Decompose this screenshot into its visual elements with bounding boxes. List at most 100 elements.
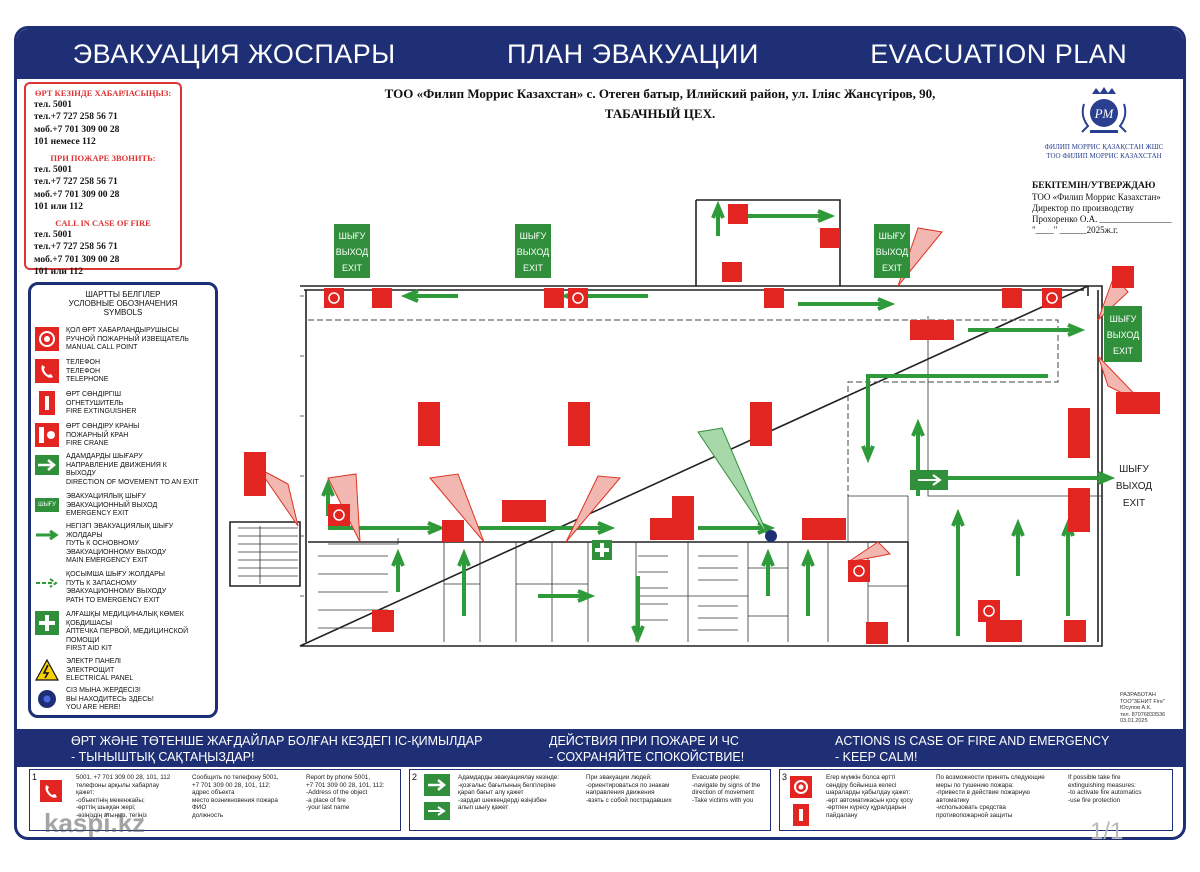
step-text: If possible take fire [1068, 774, 1121, 781]
legend-text: ВЫ НАХОДИТЕСЬ ЗДЕСЬ! [66, 695, 154, 703]
exit-sign: ШЫҒУ ВЫХОД EXIT [1116, 464, 1152, 509]
contact-line: 101 или 112 [34, 201, 84, 212]
manual-call-point-icon [728, 204, 748, 224]
legend-text: СІЗ МЫНА ЖЕРДЕСІЗ! [66, 687, 141, 694]
manual-call-point-icon [35, 327, 59, 351]
fire-crane-icon [986, 620, 1022, 642]
step-text: По возможности принять следующие [936, 774, 1045, 781]
legend-text: DIRECTION OF MOVEMENT TO AN EXIT [66, 478, 199, 486]
fire-extinguisher-icon [866, 622, 888, 644]
fire-extinguisher-icon [39, 391, 55, 415]
contact-line: 101 немесе 112 [34, 136, 96, 147]
fire-extinguisher-icon [372, 610, 394, 632]
manual-call-point-icon [328, 504, 350, 526]
step-text: -взять с собой пострадавших [586, 796, 672, 804]
legend-text: НЕГІЗГІ ЭВАКУАЦИЯЛЫҚ ШЫҒУ [66, 523, 174, 530]
hatched-exit-markers [257, 227, 1145, 563]
exit-direction-icon [424, 774, 450, 796]
actions-title-ru-line2: - СОХРАНЯЙТЕ СПОКОЙСТВИЕ! [549, 750, 745, 764]
actions-title-en-line1: ACTIONS IS CASE OF FIRE AND EMERGENCY [835, 734, 1110, 748]
manual-call-point-icon [442, 520, 464, 542]
legend-text: FIRE CRANE [66, 440, 109, 448]
site-address: ТОО «Филип Моррис Казахстан» с. Отеген б… [384, 86, 936, 101]
step-text: алып шығу қажет [458, 804, 509, 812]
step-text: меры по тушению пожара: [936, 781, 1014, 789]
step-text: -your last name [306, 804, 350, 812]
actions-title-ru: ДЕЙСТВИЯ ПРИ ПОЖАРЕ И ЧС - СОХРАНЯЙТЕ СПО… [549, 733, 744, 765]
fire-crane-icon [244, 452, 266, 496]
legend-text: ӨРТ СӨНДІРГІШ [66, 391, 122, 398]
developer-stamp: РАЗРАБОТАН ТОО"ЗЕНИТ Fire" Юсупов А.К. т… [1120, 692, 1165, 725]
evacuation-routes [321, 200, 1116, 644]
step-text: 5001, +7 701 309 00 28, 101, 112 [76, 774, 171, 781]
legend-text: ВЫХОДУ [66, 470, 96, 478]
legend-text: ҚОБДИШАСЫ [66, 619, 113, 627]
title-ru: ПЛАН ЭВАКУАЦИИ [507, 38, 759, 69]
step-text: шараларды қабылдау қажет: [826, 789, 911, 797]
step-text: ФИО [192, 804, 207, 812]
legend-text: ПУТЬ К ЗАПАСНОМУ [66, 579, 137, 587]
legend-text: АДАМДАРДЫ ШЫҒАРУ [66, 453, 143, 460]
developer-line: ТОО"ЗЕНИТ Fire" [1120, 698, 1165, 705]
electrical-panel-icon [35, 659, 59, 681]
manual-call-point-icon [568, 288, 588, 308]
logo-mark: PM [1094, 106, 1115, 121]
symbols-legend: ШАРТТЫ БЕЛГІЛЕР УСЛОВНЫЕ ОБОЗНАЧЕНИЯ SYM… [28, 282, 218, 718]
legend-text: ЖОЛДАРЫ [66, 531, 103, 539]
step-text: -зардап шеккендерді өзіңізбен [458, 796, 547, 804]
fire-crane-icon [750, 402, 772, 446]
step-text: место возникновения пожара [192, 796, 278, 804]
step-text: противопожарной защиты [936, 811, 1013, 819]
exit-sign-en: EXIT [1113, 346, 1134, 356]
approval-line: Директор по производству [1032, 203, 1134, 213]
actions-title-ru-line1: ДЕЙСТВИЯ ПРИ ПОЖАРЕ И ЧС [549, 734, 739, 748]
exit-direction-icon [35, 455, 59, 475]
actions-title-bar: ӨРТ ЖӘНЕ ТӨТЕНШЕ ЖАҒДАЙЛАР БОЛҒАН КЕЗДЕГ… [17, 729, 1183, 767]
approval-line: "____" ______2025ж.г. [1032, 225, 1118, 235]
step-text: -привести в действие пожарную [936, 789, 1030, 797]
first-aid-icon [35, 611, 59, 635]
exit-sign: ШЫҒУ ВЫХОД EXIT [874, 224, 910, 278]
legend-text: ЭЛЕКТРОЩИТ [66, 666, 115, 674]
legend-text: MANUAL CALL POINT [66, 344, 138, 352]
fire-crane-icon [35, 423, 59, 447]
step-text: қарап бағыт алу қажет [458, 789, 524, 797]
manual-call-point-icon [790, 776, 812, 798]
step-text: -қозғалыс бағытының белгілеріне [458, 781, 556, 789]
exit-sign-ru: ВЫХОД [876, 247, 909, 257]
legend-text: ELECTRICAL PANEL [66, 675, 134, 683]
legend-title: ШАРТТЫ БЕЛГІЛЕР УСЛОВНЫЕ ОБОЗНАЧЕНИЯ SYM… [31, 290, 215, 317]
telephone-icon [40, 780, 62, 802]
contacts-en-title: CALL IN CASE OF FIRE [55, 218, 151, 229]
step-text: телефоны арқылы хабарлау [76, 781, 160, 789]
step-number: 2 [412, 772, 418, 782]
main-exit-path-icon [36, 529, 59, 541]
legend-text: ПОЖАРНЫЙ КРАН [66, 431, 129, 439]
legend-text: ӨРТ СӨНДІРУ КРАНЫ [66, 423, 140, 430]
actions-title-en: ACTIONS IS CASE OF FIRE AND EMERGENCY- K… [835, 733, 1109, 765]
step-text: -use fire protection [1068, 796, 1121, 804]
emergency-exit-icon: ШЫҒУ [35, 498, 59, 512]
step-text: -Address of the object [306, 789, 368, 797]
legend-text: ПОМОЩИ [66, 636, 100, 644]
title-bar: ЭВАКУАЦИЯ ЖОСПАРЫ ПЛАН ЭВАКУАЦИИ EVACUAT… [17, 29, 1183, 79]
step-text: -ориентироваться по знакам [586, 781, 670, 789]
step-text: -navigate by signs of the [692, 781, 761, 789]
legend-text: YOU ARE HERE! [66, 704, 121, 712]
exit-sign: ШЫҒУ ВЫХОД EXIT [334, 224, 370, 278]
actions-title-kz-line1: ӨРТ ЖӘНЕ ТӨТЕНШЕ ЖАҒДАЙЛАР БОЛҒАН КЕЗДЕГ… [71, 734, 483, 748]
developer-line: тел. 87076833536 [1120, 711, 1166, 718]
watermark: kaspi.kz [44, 808, 146, 838]
company-logo: PM ФИЛИП МОРРИС ҚАЗАҚСТАН ЖШС ТОО ФИЛИП … [1040, 86, 1168, 164]
legend-title-ru: УСЛОВНЫЕ ОБОЗНАЧЕНИЯ [68, 299, 178, 308]
step-text: +7 701 309 00 28, 101, 112: [192, 781, 271, 789]
contacts-ru-title: ПРИ ПОЖАРЕ ЗВОНИТЬ: [50, 153, 156, 164]
internal-route-line [308, 319, 1059, 496]
step-text: +7 701 309 00 28, 101, 112: [306, 781, 385, 789]
developer-line: Юсупов А.К. [1120, 705, 1152, 711]
